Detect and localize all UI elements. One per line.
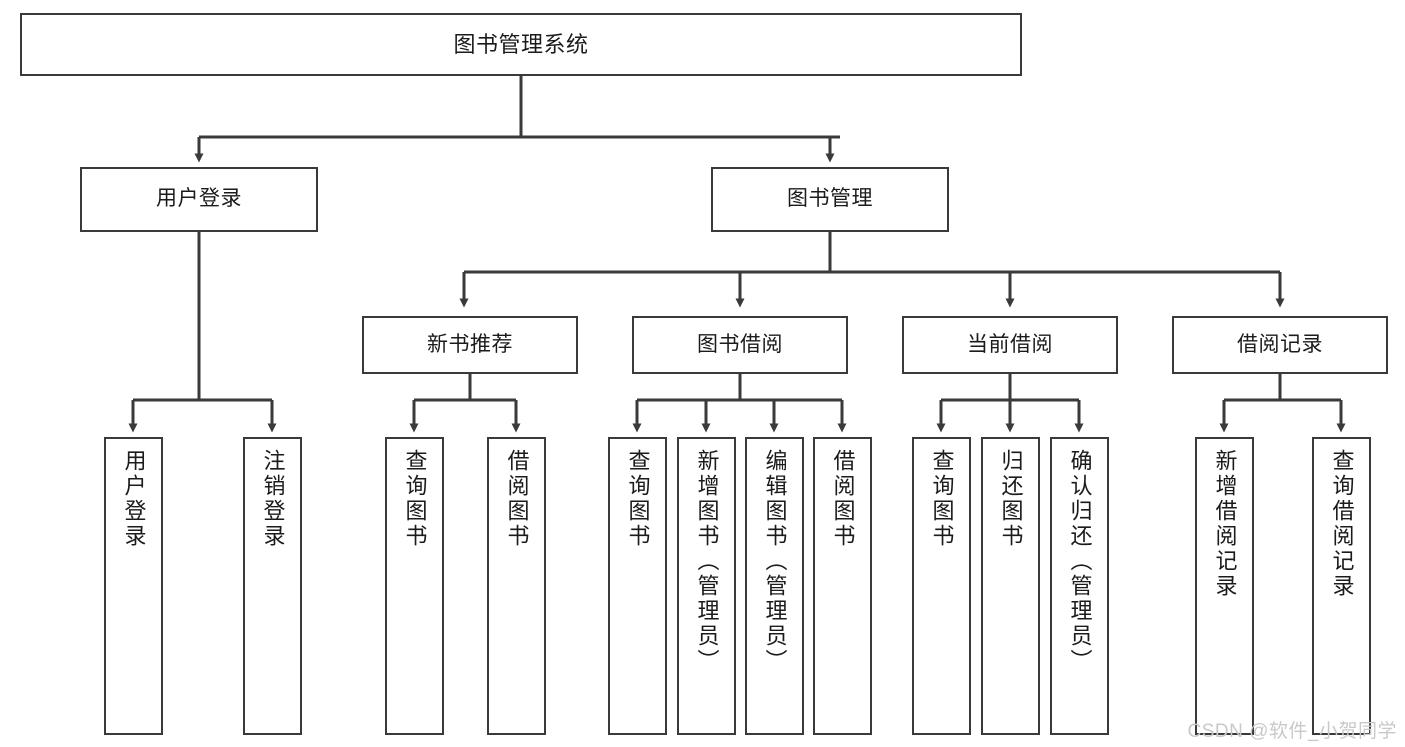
node-label: 确认归还（管理员） — [1067, 449, 1093, 674]
node-label: 归还图书 — [998, 449, 1024, 549]
node-label: 用户登录 — [156, 187, 242, 211]
node-label: 新增图书（管理员） — [694, 449, 720, 674]
node-label: 用户登录 — [121, 449, 147, 549]
node-leaf-borrow-book-2[interactable]: 借阅图书 — [813, 437, 872, 735]
node-label: 查询图书 — [929, 449, 955, 549]
node-leaf-borrow-book-1[interactable]: 借阅图书 — [487, 437, 546, 735]
node-leaf-confirm-return[interactable]: 确认归还（管理员） — [1050, 437, 1109, 735]
csdn-watermark: CSDN @软件_小贺同学 — [1187, 721, 1397, 742]
node-book-manage[interactable]: 图书管理 — [711, 167, 949, 232]
node-label: 图书管理 — [787, 187, 873, 211]
node-new-book-rec[interactable]: 新书推荐 — [362, 316, 578, 374]
node-label: 注销登录 — [260, 449, 286, 549]
node-label: 新书推荐 — [427, 332, 513, 356]
node-leaf-query-book-3[interactable]: 查询图书 — [912, 437, 971, 735]
node-label: 当前借阅 — [967, 332, 1053, 356]
node-label: 查询图书 — [402, 449, 428, 549]
node-label: 图书管理系统 — [453, 31, 589, 57]
node-current-borrow[interactable]: 当前借阅 — [902, 316, 1118, 374]
node-leaf-query-book-2[interactable]: 查询图书 — [608, 437, 667, 735]
node-book-borrow[interactable]: 图书借阅 — [632, 316, 848, 374]
node-label: 借阅图书 — [504, 449, 530, 549]
node-label: 编辑图书（管理员） — [762, 449, 788, 674]
node-leaf-query-book-1[interactable]: 查询图书 — [385, 437, 444, 735]
node-borrow-record[interactable]: 借阅记录 — [1172, 316, 1388, 374]
node-leaf-add-book[interactable]: 新增图书（管理员） — [677, 437, 736, 735]
node-leaf-user-logout[interactable]: 注销登录 — [243, 437, 302, 735]
node-label: 查询图书 — [625, 449, 651, 549]
node-label: 新增借阅记录 — [1212, 449, 1238, 599]
node-leaf-add-record[interactable]: 新增借阅记录 — [1195, 437, 1254, 735]
node-leaf-query-record[interactable]: 查询借阅记录 — [1312, 437, 1371, 735]
node-label: 借阅图书 — [830, 449, 856, 549]
node-leaf-return-book[interactable]: 归还图书 — [981, 437, 1040, 735]
node-user-login[interactable]: 用户登录 — [80, 167, 318, 232]
node-root-system[interactable]: 图书管理系统 — [20, 13, 1022, 76]
node-leaf-edit-book[interactable]: 编辑图书（管理员） — [745, 437, 804, 735]
node-label: 借阅记录 — [1237, 332, 1323, 356]
node-leaf-user-login[interactable]: 用户登录 — [104, 437, 163, 735]
node-label: 图书借阅 — [697, 332, 783, 356]
node-label: 查询借阅记录 — [1329, 449, 1355, 599]
